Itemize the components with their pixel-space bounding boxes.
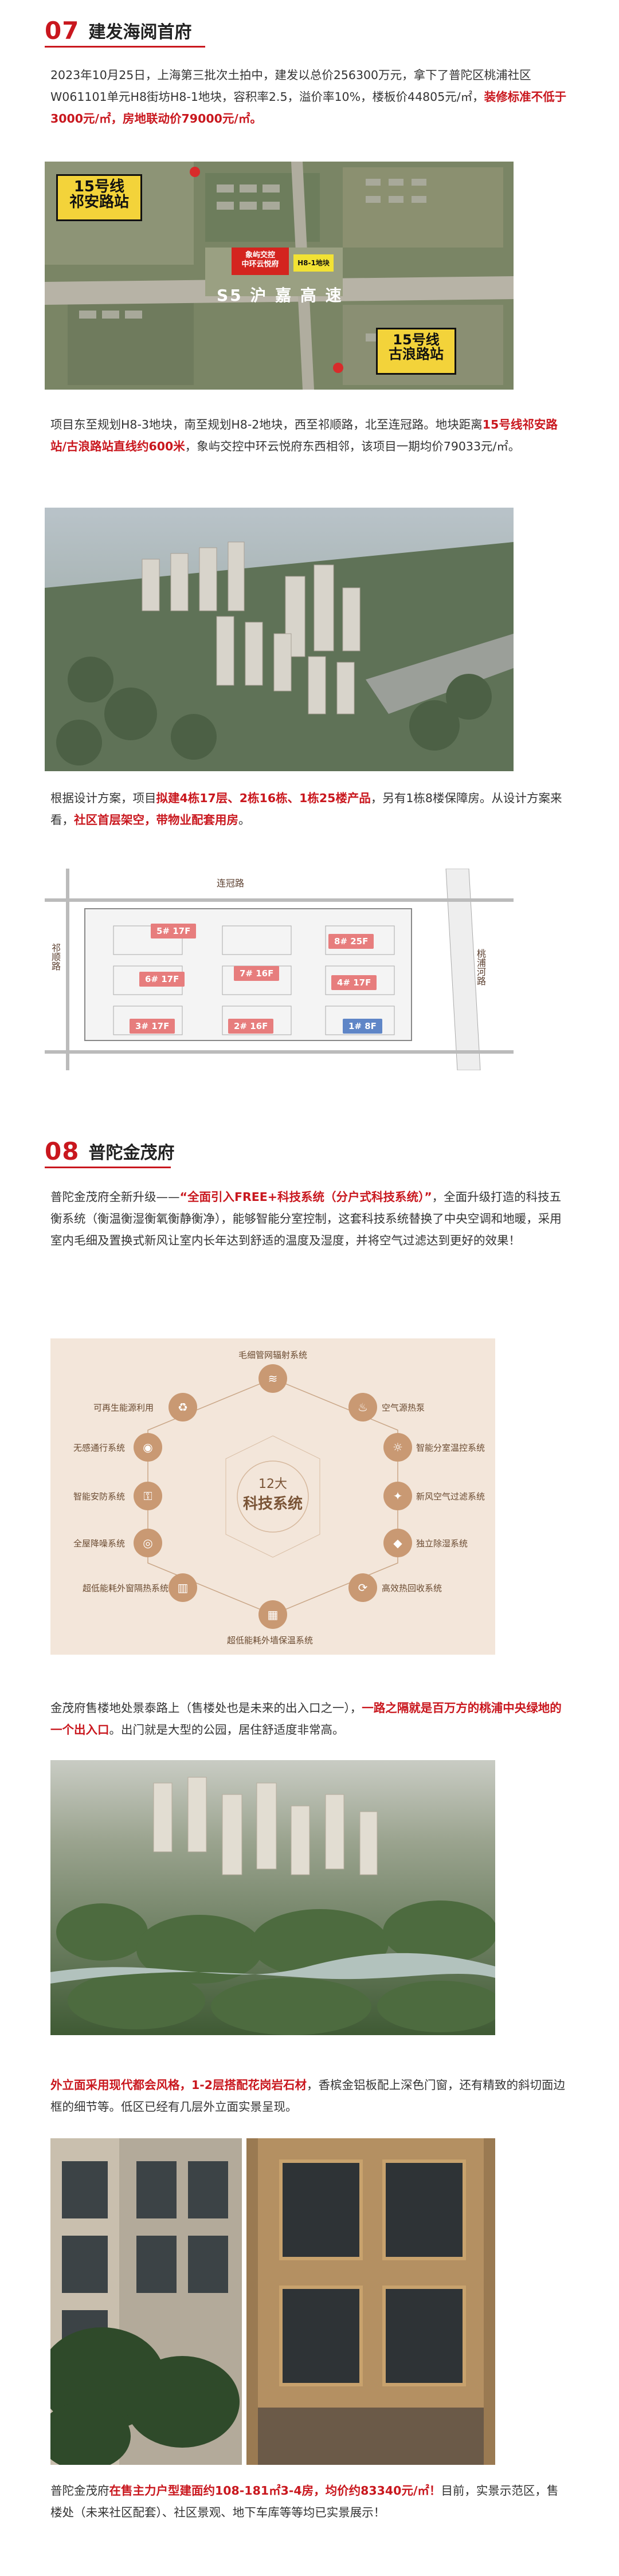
- highlight-text: 一路之隔就是百万方的桃浦中央绿地的一个出入口: [50, 1701, 562, 1737]
- tech-systems-diagram: 12大 科技系统 ≋ ♨ ☼ ✦ ◆ ⟳ ▦ ▥ ◎ ⚿ ◉ ♻ 毛细管网辐射系…: [50, 1338, 495, 1655]
- highlight-text: 拟建4栋17层、2栋16栋、1栋25楼产品: [156, 791, 371, 805]
- facade-paragraph: 外立面采用现代都会风格，1-2层搭配花岗岩石材，香槟金铝板配上深色门窗，还有精致…: [50, 2074, 569, 2118]
- text: 项目东至规划H8-3地块，南至规划H8-2地块，西至祁顺路，北至连冠路。地块距离: [50, 418, 483, 431]
- system-label: 超低能耗外墙保温系统: [227, 1635, 314, 1646]
- building-tag: 6# 17F: [139, 972, 185, 987]
- road-label: 连冠路: [217, 878, 245, 889]
- system-icon: ▦: [258, 1600, 287, 1629]
- text: 目前，实景示范区，售楼处（未来社区配套）、社区景观、地下车库等等均已实景展示！: [50, 2484, 559, 2519]
- text: 金茂府售楼地处景泰路上（售楼处也是未来的出入口之一），: [50, 1701, 362, 1715]
- text: 根据设计方案，项目: [50, 791, 156, 805]
- text: 普陀金茂府: [50, 2484, 109, 2498]
- road-label: 桃浦河路: [475, 949, 486, 985]
- rendering-graphic: [45, 508, 514, 771]
- section-08-heading: 08 普陀金茂府: [45, 1137, 175, 1165]
- station-label-qian-road: 15号线 祁安路站: [56, 174, 142, 221]
- facade-photo-right: [246, 2138, 495, 2465]
- system-label: 全屋降噪系统: [73, 1538, 126, 1549]
- system-label: 超低能耗外窗隔热系统: [83, 1583, 169, 1593]
- tech-paragraph: 普陀金茂府全新升级——“全面引入FREE+科技系统（分户式科技系统）”，全面升级…: [50, 1186, 569, 1251]
- facade-right-graphic: [246, 2138, 495, 2465]
- section-number: 08: [45, 1137, 80, 1165]
- intro-paragraph: 2023年10月25日，上海第三批次土拍中，建发以总价256300万元，拿下了普…: [50, 64, 569, 129]
- system-icon: ⟳: [348, 1573, 377, 1602]
- site-label-red: 象屿交控 中环云悦府: [232, 248, 289, 275]
- highlight-text: 在售主力户型建面约108-181㎡3-4房，均价约83340元/㎡！: [109, 2484, 441, 2498]
- text: ，香槟金铝板配上深色门窗，还有精致的斜切面边框的细节等。低区已经有几层外立面实景…: [50, 2078, 566, 2114]
- building-tag: 1# 8F: [343, 1019, 382, 1034]
- park-rendering-image: [50, 1760, 495, 2035]
- tech-center-line2: 科技系统: [242, 1495, 303, 1513]
- system-icon: ◎: [134, 1529, 162, 1557]
- price-paragraph: 普陀金茂府在售主力户型建面约108-181㎡3-4房，均价约83340元/㎡！目…: [50, 2480, 569, 2523]
- site-plan-image: 5# 17F 8# 25F 6# 17F 7# 16F 3# 17F 4# 17…: [45, 869, 514, 1070]
- text: 。出门就是大型的公园，居住舒适度非常高。: [109, 1723, 344, 1737]
- section-divider: [45, 46, 205, 48]
- text: 。: [238, 813, 250, 827]
- building-tag: 4# 17F: [331, 975, 377, 990]
- system-icon: ≋: [258, 1364, 287, 1393]
- highlight-text: 装修标准不低于3000元/㎡，房地联动价79000元/㎡。: [50, 90, 567, 125]
- tech-center-line1: 12大: [258, 1477, 287, 1491]
- highlight-text: 社区首层架空，带物业配套用房: [74, 813, 238, 827]
- section-07-heading: 07 建发海阅首府: [45, 16, 192, 45]
- text: 普陀金茂府全新升级——: [50, 1190, 180, 1204]
- road-label: 祁顺路: [50, 943, 61, 971]
- text: ，象屿交控中环云悦府东西相邻，该项目一期均价79033元/㎡。: [185, 439, 520, 453]
- system-icon: ✦: [383, 1482, 412, 1510]
- facade-left-graphic: [50, 2138, 242, 2465]
- system-label: 高效热回收系统: [382, 1583, 442, 1593]
- highlight-text: 外立面采用现代都会风格，1-2层搭配花岗岩石材: [50, 2078, 307, 2092]
- system-icon: ▥: [169, 1573, 197, 1602]
- system-icon: ☼: [383, 1433, 412, 1462]
- station-label-gulang-road: 15号线 古浪路站: [376, 328, 456, 375]
- section-title: 普陀金茂府: [88, 1143, 175, 1163]
- facade-photo-left: [50, 2138, 242, 2465]
- section-divider: [45, 1167, 171, 1168]
- highlight-text: 15号线祁安路站/古浪路站直线约600米: [50, 418, 558, 453]
- building-tag: 8# 25F: [328, 934, 374, 949]
- section-title: 建发海阅首府: [88, 22, 192, 42]
- location-paragraph: 项目东至规划H8-3地块，南至规划H8-2地块，西至祁顺路，北至连冠路。地块距离…: [50, 414, 569, 457]
- park-rendering-graphic: [50, 1760, 495, 2035]
- tech-center-title: 12大 科技系统: [238, 1474, 307, 1513]
- system-label: 可再生能源利用: [93, 1403, 154, 1413]
- system-label: 空气源热泵: [382, 1403, 425, 1413]
- system-label: 无感通行系统: [73, 1443, 126, 1453]
- project-rendering-image: [45, 508, 514, 771]
- system-icon: ♨: [348, 1393, 377, 1421]
- building-tag: 5# 17F: [151, 924, 197, 938]
- design-paragraph: 根据设计方案，项目拟建4栋17层、2栋16栋、1栋25楼产品，另有1栋8楼保障房…: [50, 787, 569, 831]
- building-tag: 3# 17F: [130, 1019, 175, 1034]
- section-number: 07: [45, 16, 80, 45]
- system-icon: ♻: [169, 1393, 197, 1421]
- text: ，另有1栋8楼保障房。从设计方案来看，: [50, 791, 562, 827]
- text: ，全面升级打造的科技五衡系统（衡温衡湿衡氧衡静衡净），能够智能分室控制，这套科技…: [50, 1190, 562, 1247]
- system-label: 独立除湿系统: [416, 1538, 468, 1549]
- system-icon: ◆: [383, 1529, 412, 1557]
- highway-label: S5 沪 嘉 高 速: [217, 286, 343, 305]
- aerial-map-image: 15号线 祁安路站 15号线 古浪路站 象屿交控 中环云悦府 H8-1地块 S5…: [45, 162, 514, 390]
- sales-office-paragraph: 金茂府售楼地处景泰路上（售楼处也是未来的出入口之一），一路之隔就是百万方的桃浦中…: [50, 1697, 569, 1741]
- system-icon: ◉: [134, 1433, 162, 1462]
- highlight-text: “全面引入FREE+科技系统（分户式科技系统）”: [179, 1190, 432, 1204]
- system-label: 毛细管网辐射系统: [238, 1350, 308, 1360]
- system-label: 新风空气过滤系统: [416, 1491, 485, 1502]
- text: 2023年10月25日，上海第三批次土拍中，建发以总价256300万元，拿下了普…: [50, 68, 531, 104]
- system-label: 智能安防系统: [73, 1491, 126, 1502]
- building-tag: 7# 16F: [234, 966, 280, 981]
- system-icon: ⚿: [134, 1482, 162, 1510]
- building-tag: 2# 16F: [228, 1019, 274, 1034]
- site-label-yellow: H8-1地块: [293, 254, 334, 272]
- system-label: 智能分室温控系统: [416, 1443, 485, 1453]
